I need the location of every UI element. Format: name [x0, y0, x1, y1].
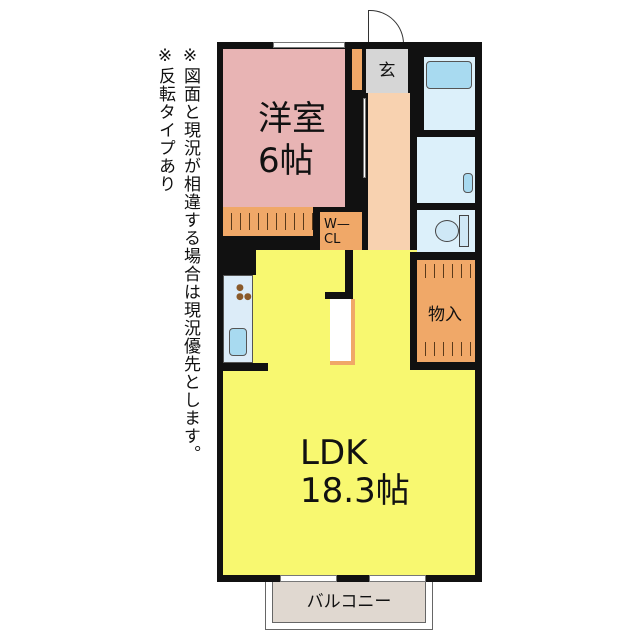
kitchen-counter: ●●●	[223, 275, 253, 363]
entrance: 玄	[366, 49, 408, 93]
wcl-label-2: CL	[324, 232, 341, 247]
ldk-size: 18.3帖	[300, 471, 410, 511]
toilet-tank-icon	[459, 215, 469, 247]
entrance-label: 玄	[378, 61, 396, 81]
wcl-label-1: W—	[324, 217, 350, 232]
stove-icon: ●●●	[236, 283, 252, 302]
shoe-box	[352, 49, 362, 90]
window	[280, 575, 337, 582]
toilet-room	[417, 210, 475, 252]
wall	[325, 292, 353, 299]
storage-hatch	[417, 342, 475, 356]
washbasin-icon	[463, 173, 473, 193]
washroom	[417, 137, 475, 203]
room-western	[223, 49, 345, 207]
western-room-size: 6帖	[258, 141, 314, 181]
closet	[223, 207, 313, 236]
walk-in-closet: W— CL	[320, 212, 362, 250]
ldk-name: LDK	[300, 433, 368, 473]
sink-icon	[229, 328, 247, 356]
wall	[223, 243, 256, 275]
wall	[345, 243, 353, 295]
note-discrepancy: ※図面と現況が相違する場合は現況優先とします。	[180, 46, 200, 463]
balcony-label: バルコニー	[306, 592, 392, 612]
wall	[223, 363, 268, 371]
window	[369, 575, 426, 582]
bathtub-icon	[426, 61, 472, 89]
sliding-door	[363, 98, 366, 178]
shelf	[330, 299, 355, 365]
toilet-icon	[435, 220, 459, 242]
balcony: バルコニー	[265, 582, 433, 630]
storage-label: 物入	[428, 305, 462, 325]
hallway	[368, 93, 410, 250]
bathroom	[424, 57, 475, 130]
note-reversed-type: ※反転タイプあり	[155, 46, 175, 193]
western-room-name: 洋室	[258, 99, 326, 139]
window	[273, 42, 345, 48]
entrance-door	[368, 10, 404, 44]
balcony-floor: バルコニー	[272, 582, 426, 623]
